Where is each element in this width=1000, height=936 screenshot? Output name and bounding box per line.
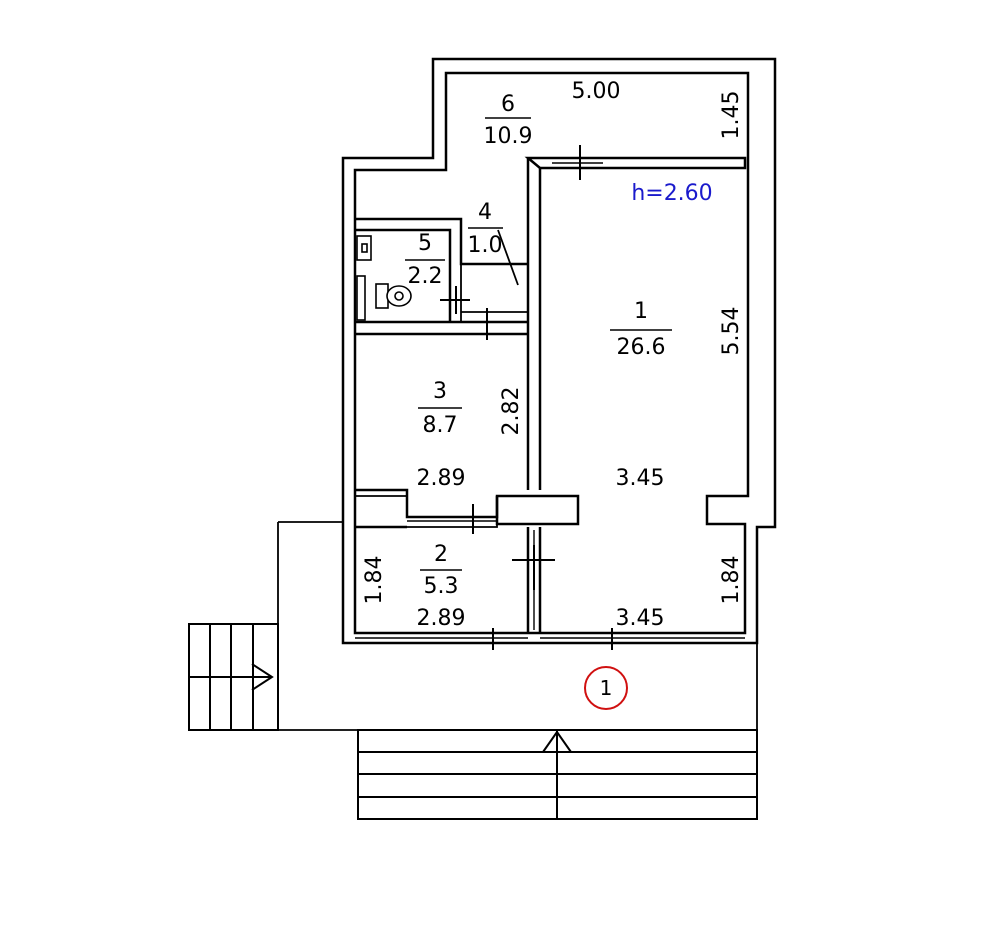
room-4-area: 1.0 — [468, 233, 503, 258]
outer-wall-outline — [341, 57, 777, 645]
dim-room1-lower-width: 3.45 — [616, 606, 665, 631]
room-5-area: 2.2 — [408, 264, 443, 289]
porch — [188, 521, 758, 820]
room-3-number: 3 — [433, 379, 447, 404]
wall-room5 — [355, 217, 528, 322]
room-labels: 6 10.9 4 1.0 5 2.2 1 26.6 3 8.7 2 5.3 — [405, 92, 672, 599]
wall-room3-room2 — [355, 488, 499, 529]
wall-room5-room3 — [355, 320, 528, 336]
room-6-area: 10.9 — [484, 124, 533, 149]
toilet-icon — [375, 283, 412, 309]
dim-room1-length: 5.54 — [719, 307, 744, 356]
room4-door-swing — [497, 229, 519, 286]
dimension-labels: 5.00 1.45 h=2.60 5.54 3.45 2.82 2.89 1.8… — [362, 79, 744, 631]
front-stair-treads — [358, 730, 757, 819]
inner-wall-outline — [353, 71, 750, 635]
dim-room3-length: 2.82 — [499, 387, 524, 436]
wall-room6-room1 — [524, 156, 747, 170]
bathroom-fixtures — [356, 235, 412, 321]
room-6-number: 6 — [501, 92, 515, 117]
section-marker-ring — [584, 666, 628, 710]
section-marker-number: 1 — [600, 676, 613, 700]
dim-room2-length: 1.84 — [362, 556, 387, 605]
wall-room2-room1 — [526, 527, 542, 633]
dim-room1-width: 3.45 — [616, 466, 665, 491]
room-3-area: 8.7 — [423, 413, 458, 438]
exterior-walls — [341, 57, 777, 645]
porch-outline — [277, 521, 758, 731]
wall-pier — [495, 494, 580, 526]
sink-tap-icon — [361, 243, 368, 253]
pipe-icon — [356, 275, 366, 321]
room-5-number: 5 — [418, 231, 432, 256]
dim-room1-lower-length: 1.84 — [719, 556, 744, 605]
ceiling-height: h=2.60 — [631, 181, 712, 206]
wall-room3-room2-inner — [355, 495, 498, 528]
wall-room4-bottom — [460, 264, 528, 322]
door-ticks — [440, 145, 613, 650]
partition-walls — [355, 156, 747, 633]
wall-left-column — [526, 158, 542, 490]
room-1-number: 1 — [634, 299, 648, 324]
dim-room6-width: 5.00 — [572, 79, 621, 104]
dim-room3-width: 2.89 — [417, 466, 466, 491]
room-2-number: 2 — [434, 542, 448, 567]
room-1-area: 26.6 — [617, 335, 666, 360]
left-stair-treads — [189, 624, 274, 730]
dim-room6-depth: 1.45 — [719, 91, 744, 140]
windows — [355, 162, 745, 639]
section-marker: 1 — [584, 666, 628, 710]
dim-room2-width: 2.89 — [417, 606, 466, 631]
room-2-area: 5.3 — [424, 574, 459, 599]
room-4-number: 4 — [478, 200, 492, 225]
